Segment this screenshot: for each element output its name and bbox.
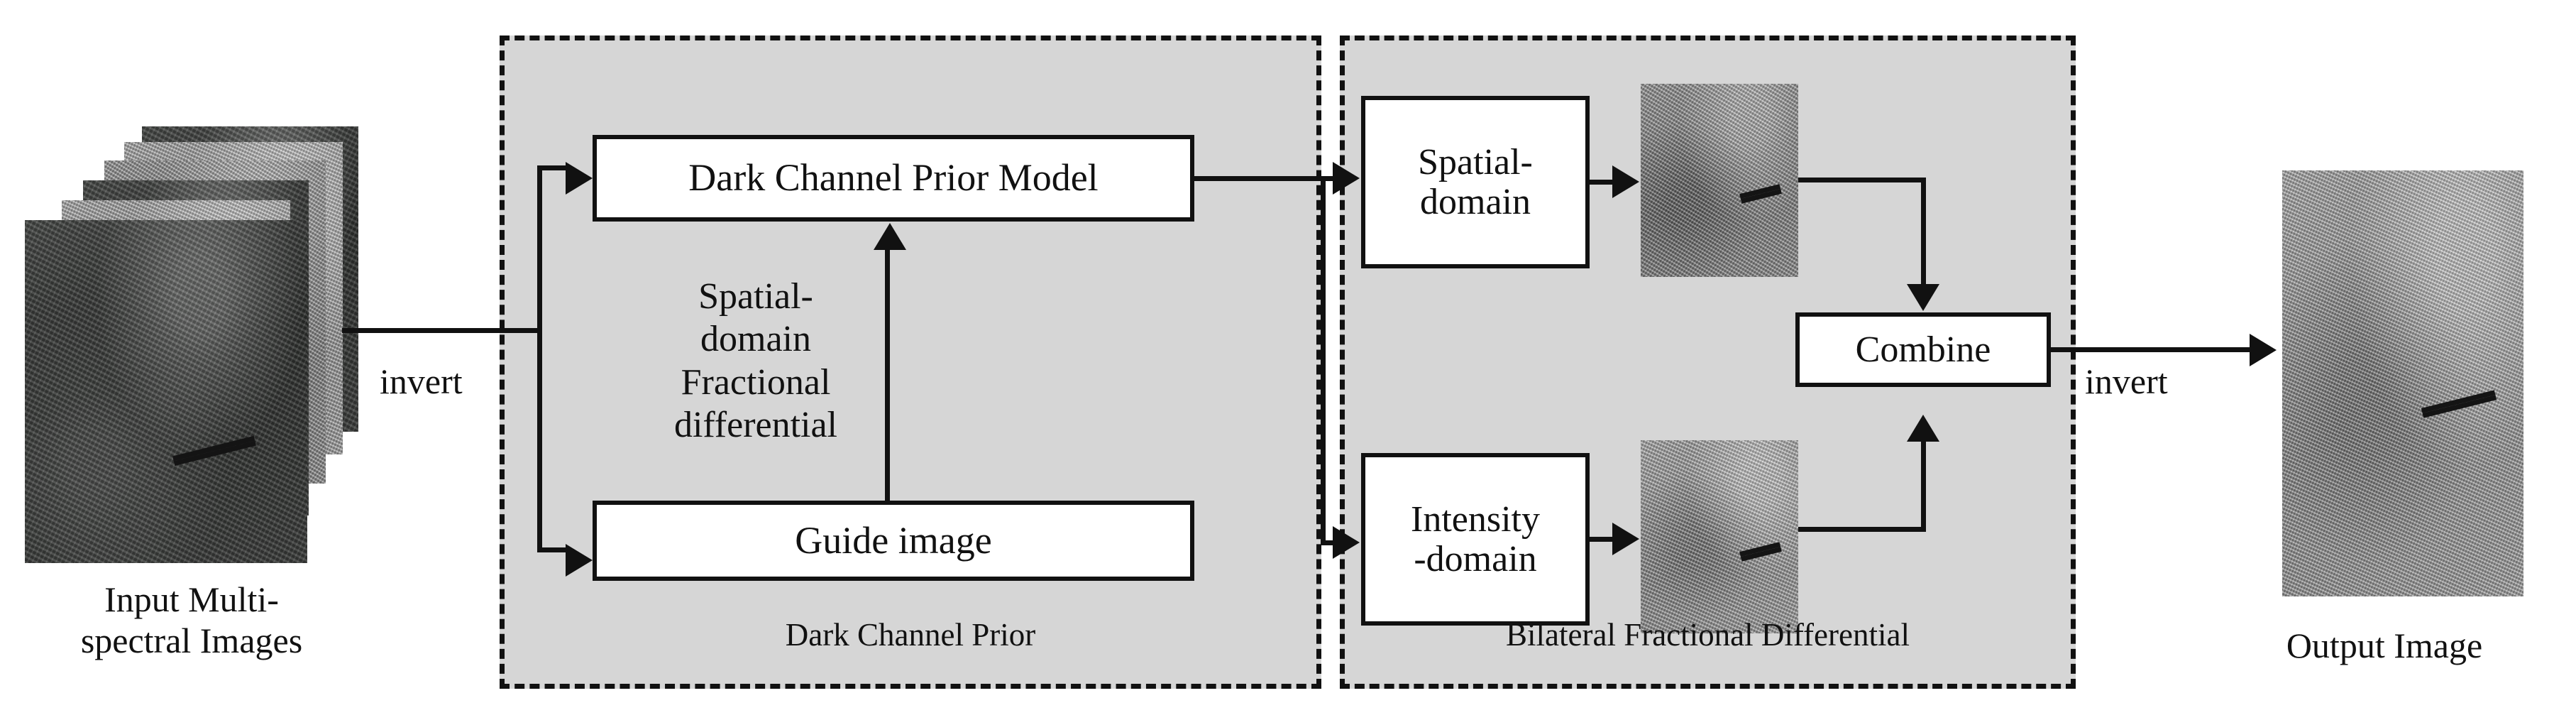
annotation-line-4: differential bbox=[673, 404, 838, 445]
edge-intensity-thumb-to-combine bbox=[1798, 527, 1926, 532]
edge-label-invert-left: invert bbox=[380, 361, 463, 401]
edge-spatial-thumb-down bbox=[1921, 178, 1926, 285]
edge-split-to-dcp-model bbox=[537, 165, 571, 170]
input-caption-line1: Input Multi- bbox=[104, 579, 279, 619]
edge-to-spatial-domain bbox=[1321, 176, 1338, 181]
thumb-streak-spatial bbox=[1739, 184, 1782, 204]
arrow-to-dcp-model bbox=[566, 162, 593, 195]
box-dark-channel-prior-model[interactable]: Dark Channel Prior Model bbox=[593, 135, 1194, 222]
runway-streak bbox=[172, 435, 256, 467]
box-combine[interactable]: Combine bbox=[1795, 312, 2051, 387]
annotation-line-2: domain bbox=[700, 319, 811, 360]
arrow-guide-to-dcp-model bbox=[874, 223, 906, 250]
arrow-to-guide-image bbox=[566, 544, 593, 577]
arrow-to-output-image bbox=[2250, 334, 2277, 366]
input-multispectral-stack bbox=[25, 126, 358, 563]
annotation-line-3: Fractional bbox=[681, 361, 831, 403]
arrow-intensity-to-thumb bbox=[1612, 523, 1639, 555]
arrow-into-combine-top bbox=[1907, 284, 1939, 311]
edge-combine-to-output bbox=[2051, 347, 2258, 352]
edge-split-vertical bbox=[537, 165, 542, 552]
edge-intensity-thumb-up bbox=[1921, 442, 1926, 532]
output-caption: Output Image bbox=[2286, 626, 2483, 665]
box-intensity-domain-label-line2: -domain bbox=[1414, 538, 1537, 579]
input-caption-line2: spectral Images bbox=[80, 621, 303, 660]
edge-guide-to-dcp-model bbox=[885, 250, 890, 503]
thumbnail-spatial-domain-result bbox=[1641, 84, 1798, 277]
box-guide-image-label: Guide image bbox=[795, 518, 992, 562]
box-spatial-domain-label-line1: Spatial- bbox=[1418, 142, 1533, 183]
box-spatial-domain[interactable]: Spatial- domain bbox=[1361, 96, 1590, 268]
output-streak bbox=[2421, 390, 2497, 418]
input-sheet-1 bbox=[25, 220, 307, 563]
edge-intensity-to-thumb bbox=[1590, 537, 1617, 542]
box-dark-channel-prior-model-label: Dark Channel Prior Model bbox=[688, 156, 1099, 200]
thumbnail-intensity-domain-result bbox=[1641, 440, 1798, 633]
edge-panel2-distributor bbox=[1321, 176, 1326, 545]
edge-spatial-thumb-to-combine bbox=[1798, 178, 1926, 182]
annotation-spatial-domain-fractional-differential: Spatial- domain Fractional differential bbox=[639, 276, 873, 447]
edge-spatial-to-thumb bbox=[1590, 180, 1617, 185]
arrow-to-intensity-domain bbox=[1333, 526, 1360, 559]
edge-split-to-guide bbox=[537, 547, 571, 552]
panel-dark-channel-prior bbox=[500, 36, 1321, 689]
input-caption: Input Multi- spectral Images bbox=[7, 579, 376, 661]
panel-dark-channel-prior-caption: Dark Channel Prior bbox=[785, 617, 1036, 653]
panel-bilateral-fractional-differential-caption: Bilateral Fractional Differential bbox=[1506, 617, 1910, 653]
box-intensity-domain[interactable]: Intensity -domain bbox=[1361, 453, 1590, 626]
box-intensity-domain-label-line1: Intensity bbox=[1411, 499, 1540, 540]
arrow-spatial-to-thumb bbox=[1612, 165, 1639, 198]
box-spatial-domain-label-line2: domain bbox=[1420, 181, 1531, 222]
annotation-line-1: Spatial- bbox=[698, 276, 813, 317]
output-image bbox=[2282, 170, 2523, 596]
box-guide-image[interactable]: Guide image bbox=[593, 501, 1194, 581]
edge-input-to-split bbox=[342, 328, 539, 333]
box-combine-label: Combine bbox=[1855, 329, 1991, 370]
arrow-into-combine-bottom bbox=[1907, 415, 1939, 442]
edge-to-intensity-domain bbox=[1321, 540, 1338, 545]
edge-dcp-model-out bbox=[1194, 176, 1326, 181]
arrow-to-spatial-domain bbox=[1333, 162, 1360, 195]
thumb-streak-intensity bbox=[1739, 542, 1782, 562]
edge-label-invert-right: invert bbox=[2085, 361, 2168, 401]
